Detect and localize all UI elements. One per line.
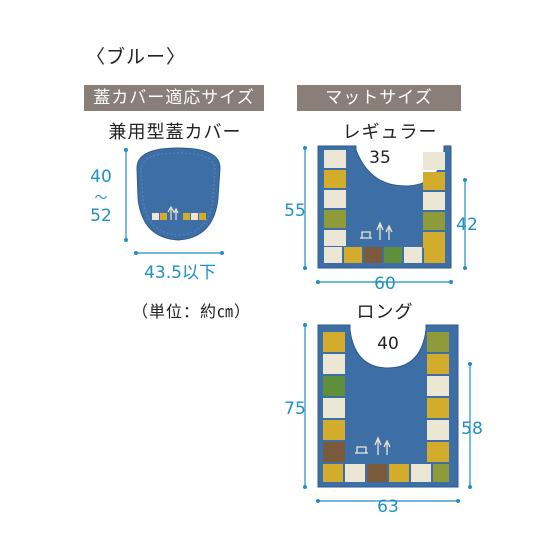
regular-title: レギュラー	[342, 122, 438, 143]
regular-notch-width: 35	[369, 148, 391, 168]
lid-height-bottom: 52	[90, 206, 112, 226]
lid-width: 43.5以下	[144, 263, 216, 283]
long-right-height: 58	[461, 419, 483, 439]
lid-height-tilde: 〜	[94, 191, 108, 206]
regular-left-height: 55	[284, 201, 306, 221]
unit-note: （単位：約㎝）	[132, 302, 252, 321]
long-title: ロング	[356, 302, 414, 323]
regular-width: 60	[374, 274, 396, 294]
color-label: 〈ブルー〉	[86, 46, 187, 68]
long-width: 63	[377, 497, 399, 517]
lid-cover-title: 兼用型蓋カバー	[108, 122, 242, 143]
regular-right-height: 42	[456, 215, 478, 235]
lid-cover-header: 蓋カバー適応サイズ	[84, 85, 264, 111]
long-notch-width: 40	[377, 334, 399, 354]
mat-size-header: マットサイズ	[297, 85, 461, 111]
long-left-height: 75	[284, 399, 306, 419]
lid-height-top: 40	[90, 167, 112, 187]
